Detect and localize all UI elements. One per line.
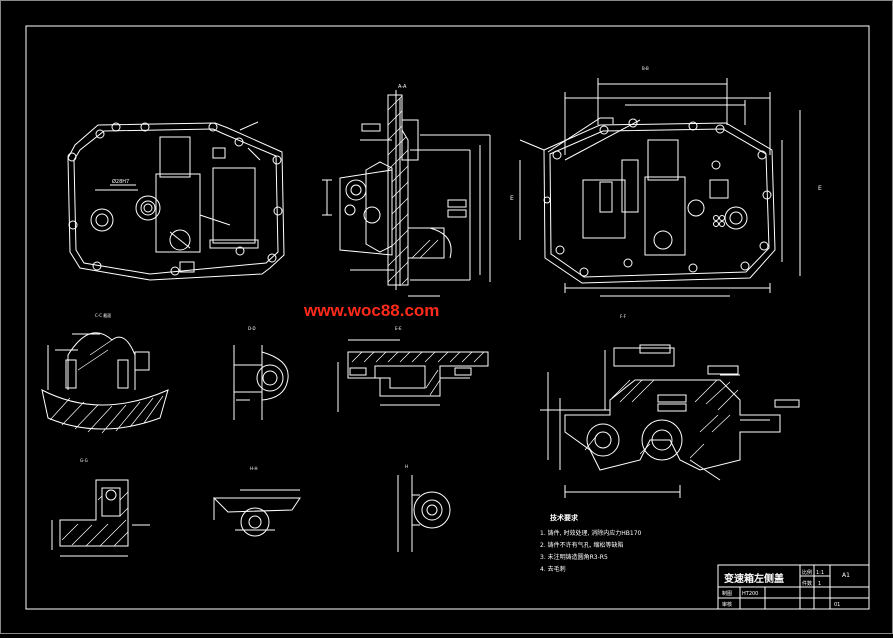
qty-value: 1	[818, 581, 821, 587]
label-section-cc: C-C 截面	[95, 312, 111, 318]
svg-text:A-A: A-A	[398, 84, 407, 90]
svg-text:E: E	[818, 185, 822, 192]
qty-label: 件数	[802, 580, 812, 587]
sheet-size: A1	[842, 572, 850, 579]
label-view-h: H-H	[250, 466, 257, 471]
drawing-number: 01	[834, 602, 840, 608]
g-hatching	[61, 491, 129, 547]
drawn-label: 制图	[722, 590, 732, 597]
notes-heading: 技术要求	[550, 513, 579, 522]
svg-text:Ø28H7: Ø28H7	[112, 178, 129, 185]
main-cover-view: Ø28H7	[67, 121, 285, 281]
note-item-3: 3. 未注明铸造圆角R3-R5	[540, 553, 608, 561]
svg-text:E: E	[510, 195, 514, 202]
stepped-section-view	[337, 339, 489, 412]
note-item-4: 4. 去毛刺	[540, 565, 566, 573]
note-item-2: 2. 铸件不许有气孔, 缩松等缺陷	[540, 541, 623, 549]
section-hatching	[387, 95, 439, 285]
large-cover-view: E E B-B	[510, 66, 822, 297]
label-view-d: D-D	[248, 326, 256, 331]
svg-text:H: H	[405, 464, 408, 469]
detail-i-view: H	[397, 464, 451, 552]
scale-label: 比例	[802, 569, 812, 576]
ff-hatching	[584, 379, 739, 459]
detail-h-view	[212, 489, 301, 537]
drawing-border	[25, 25, 870, 610]
section-ff-view: F-F	[540, 314, 800, 498]
detail-g-view	[51, 479, 150, 557]
svg-text:B-B: B-B	[642, 66, 649, 71]
drawing-title: 变速箱左侧盖	[724, 572, 784, 585]
material-value: HT200	[742, 591, 758, 597]
side-section-view: A-A	[322, 84, 491, 297]
label-view-g: G-G	[80, 458, 88, 463]
checked-label: 审核	[722, 601, 732, 608]
cc-hatching	[49, 339, 164, 434]
detail-d-view	[233, 345, 289, 420]
note-item-1: 1. 铸件, 时效处理, 消除内应力HB170	[540, 529, 642, 537]
svg-text:F-F: F-F	[620, 314, 627, 319]
title-block	[717, 564, 870, 610]
stepped-hatching	[351, 351, 485, 396]
watermark: www.woc88.com	[303, 301, 439, 320]
scale-value: 1:1	[816, 570, 824, 576]
label-view-e: E-E	[395, 326, 402, 331]
